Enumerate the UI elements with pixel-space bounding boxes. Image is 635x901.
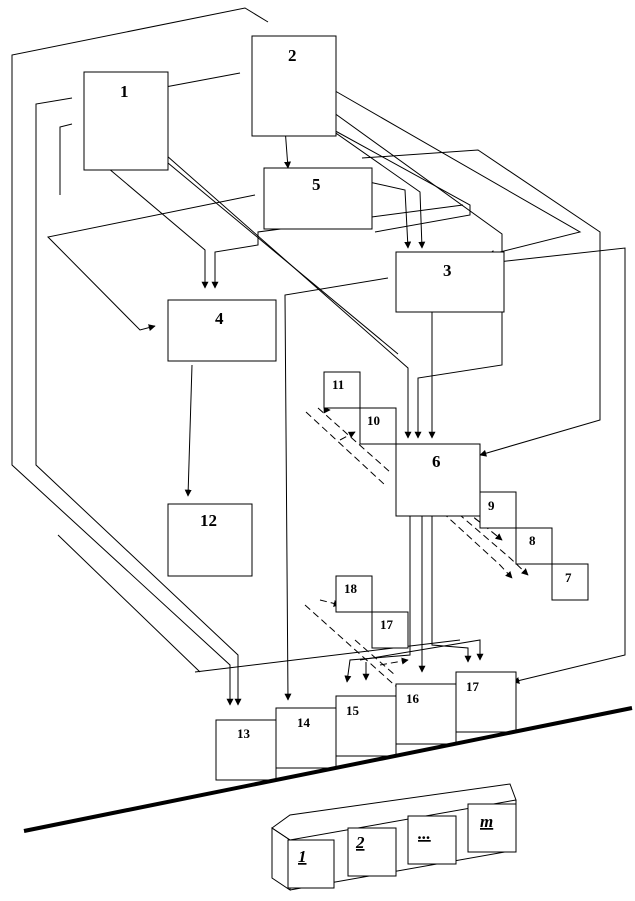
block-10: 10 — [359, 407, 397, 445]
sequence-cell-1 — [287, 839, 335, 889]
wire-6-to-17 — [431, 505, 472, 663]
block-10-label: 10 — [367, 413, 380, 428]
wire-3-right — [497, 247, 626, 684]
block-12: 12 — [167, 503, 253, 577]
block-4: 4 — [167, 299, 277, 362]
block-14: 14 — [275, 707, 337, 769]
block-4-label: 4 — [215, 309, 224, 328]
block-7: 7 — [551, 563, 589, 601]
block-3: 3 — [395, 251, 505, 313]
block-6-label: 6 — [432, 452, 441, 471]
block-11: 11 — [323, 371, 361, 409]
block-5-label: 5 — [312, 175, 321, 194]
sequence-cell-2 — [347, 827, 397, 877]
sequence-bar-body — [271, 827, 291, 891]
block-14-label: 14 — [297, 715, 311, 730]
sequence-cell-3 — [407, 815, 457, 865]
wire-3-to-14 — [284, 277, 389, 701]
wire-6-to-15 — [344, 505, 411, 683]
block-3-label: 3 — [443, 261, 452, 280]
block-11-label: 11 — [332, 377, 344, 392]
dash-10-b — [317, 407, 391, 473]
wire-13-top-long — [194, 639, 461, 673]
block-9: 9 — [479, 491, 517, 529]
sequence-label-ellipsis: ... — [418, 824, 431, 843]
wire-17b-out — [359, 639, 484, 661]
block-2-label: 2 — [288, 46, 297, 65]
block-13: 13 — [215, 719, 277, 781]
sequence-bar: 1 2 ... m — [271, 783, 517, 891]
sequence-cell-m — [467, 803, 517, 853]
dash-to-10 — [339, 431, 356, 441]
block-17-small-label: 17 — [380, 617, 394, 632]
block-1-label: 1 — [120, 82, 129, 101]
wire-1-to-6 — [157, 147, 412, 439]
wire-5-to-3-a — [359, 179, 412, 249]
dash-16-in — [379, 657, 409, 666]
sequence-label-2: 2 — [355, 833, 365, 852]
block-8: 8 — [515, 527, 553, 565]
dash-17b — [354, 639, 396, 676]
wire-5-to-3-b — [319, 121, 426, 249]
wire-2-right-down — [329, 109, 503, 439]
block-15-label: 15 — [346, 703, 360, 718]
block-13-label: 13 — [237, 726, 251, 741]
block-17: 17 — [455, 671, 517, 733]
block-8-label: 8 — [529, 533, 536, 548]
wire-1-left-a — [35, 97, 242, 706]
block-7-label: 7 — [565, 570, 572, 585]
wire-1-to-4 — [107, 167, 209, 289]
block-5: 5 — [263, 167, 373, 230]
block-18-label: 18 — [344, 581, 358, 596]
wire-1-left-c — [57, 534, 201, 673]
wire-2-to-3-right — [329, 87, 582, 257]
wire-5-top-to-6 — [361, 149, 601, 457]
block-9-label: 9 — [488, 498, 495, 513]
wire-4-to-12 — [184, 364, 193, 497]
block-6: 6 — [395, 443, 481, 517]
block-17-label: 17 — [466, 679, 480, 694]
wire-top-outer — [11, 7, 269, 706]
wire-2-to-5-mid — [329, 127, 471, 233]
sequence-label-m: m — [480, 812, 493, 831]
wire-1-to-6-b — [161, 157, 399, 355]
block-18: 18 — [335, 575, 373, 613]
block-2: 2 — [251, 35, 337, 137]
dash-10-a — [305, 411, 386, 486]
block-16-label: 16 — [406, 691, 420, 706]
sequence-label-1: 1 — [298, 847, 307, 866]
block-1: 1 — [83, 71, 169, 171]
block-12-label: 12 — [200, 511, 217, 530]
wire-5-to-4 — [46, 194, 256, 332]
block-15: 15 — [335, 695, 397, 757]
connection-lines — [11, 7, 626, 706]
wire-top-outer-b — [159, 72, 241, 89]
block-16: 16 — [395, 683, 457, 745]
conveyor-line — [23, 706, 633, 833]
wire-1-left-b — [59, 123, 73, 195]
block-17-small: 17 — [371, 611, 409, 649]
